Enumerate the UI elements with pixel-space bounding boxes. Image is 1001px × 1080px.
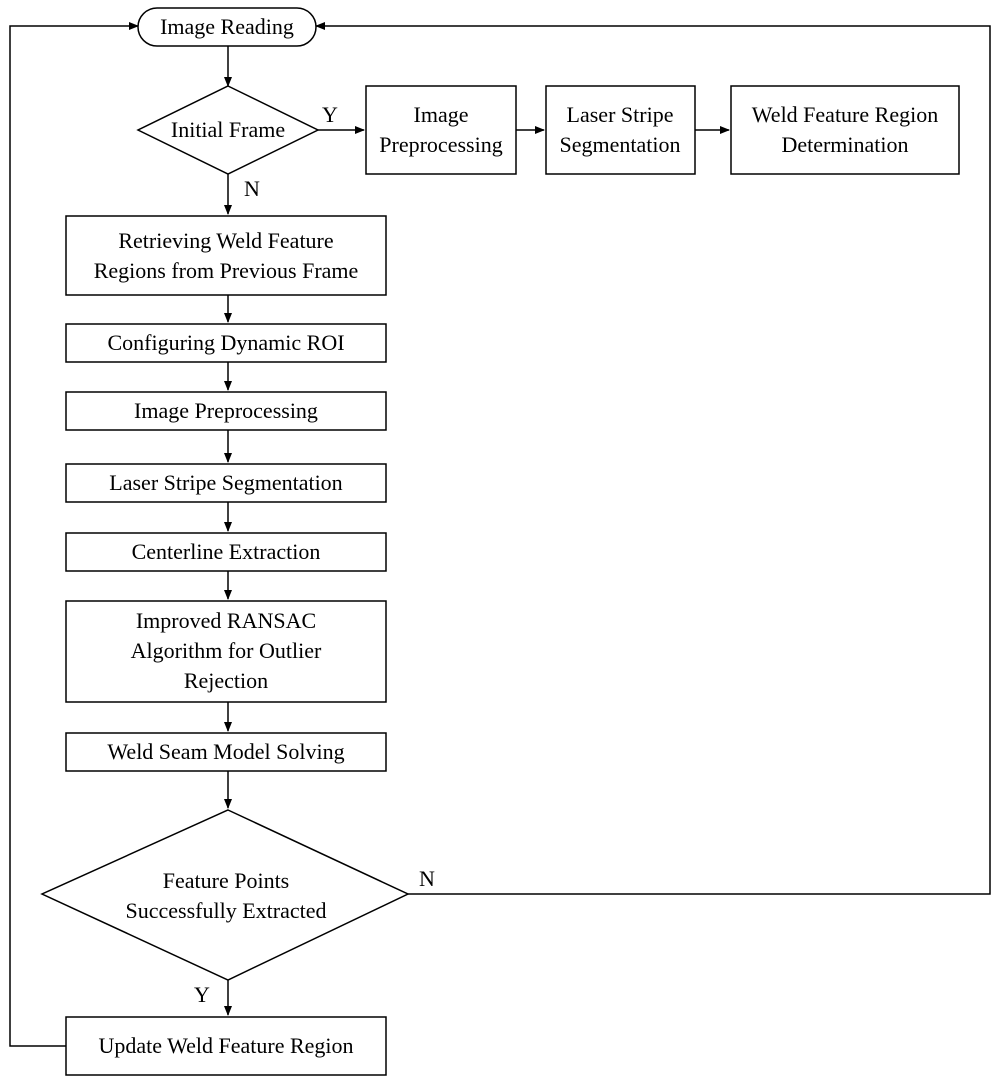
node-image-preprocessing-b: Image Preprocessing bbox=[65, 391, 387, 431]
label-feature-yes: Y bbox=[194, 982, 210, 1007]
node-text-line: Improved RANSAC bbox=[136, 608, 316, 633]
node-update-weld-feature-region-text: Update Weld Feature Region bbox=[98, 1033, 353, 1058]
image-preprocessing-b-box bbox=[65, 391, 387, 431]
node-initial-frame-text: Initial Frame bbox=[171, 117, 285, 142]
edge-update-to-start bbox=[9, 22, 139, 1047]
node-text-line: Segmentation bbox=[560, 132, 681, 157]
node-weld-seam-model-solving-text: Weld Seam Model Solving bbox=[107, 739, 344, 764]
node-text-line: Retrieving Weld Feature bbox=[118, 228, 333, 253]
feature-points-diamond bbox=[40, 809, 410, 981]
update-weld-feature-region-box bbox=[65, 1016, 387, 1076]
improved-ransac-box bbox=[65, 600, 387, 703]
node-image-preprocessing-b-text: Image Preprocessing bbox=[134, 398, 318, 423]
node-text-line: Rejection bbox=[184, 668, 268, 693]
node-text-line: Algorithm for Outlier bbox=[131, 638, 322, 663]
label-initial-yes: Y bbox=[322, 102, 338, 127]
node-centerline-extraction-text: Centerline Extraction bbox=[132, 539, 321, 564]
node-text-line: Weld Seam Model Solving bbox=[107, 739, 344, 764]
centerline-extraction-box bbox=[65, 532, 387, 572]
node-centerline-extraction: Centerline Extraction bbox=[65, 532, 387, 572]
connectors bbox=[9, 22, 991, 1047]
node-text-line: Successfully Extracted bbox=[126, 898, 327, 923]
node-text-line: Update Weld Feature Region bbox=[98, 1033, 353, 1058]
image-preprocessing-a-box bbox=[365, 85, 517, 175]
laser-stripe-segmentation-a-box bbox=[545, 85, 696, 175]
node-configuring-roi-text: Configuring Dynamic ROI bbox=[107, 330, 344, 355]
node-weld-seam-model-solving: Weld Seam Model Solving bbox=[65, 732, 387, 772]
node-text-line: Image Reading bbox=[160, 14, 294, 39]
start-terminal-shape bbox=[137, 7, 317, 47]
node-text-line: Configuring Dynamic ROI bbox=[107, 330, 344, 355]
configuring-roi-box bbox=[65, 323, 387, 363]
node-image-reading-text: Image Reading bbox=[160, 14, 294, 39]
weld-seam-model-solving-box bbox=[65, 732, 387, 772]
node-text-line: Determination bbox=[781, 132, 908, 157]
initial-frame-diamond bbox=[136, 85, 320, 175]
node-text-line: Image Preprocessing bbox=[134, 398, 318, 423]
node-text-line: Laser Stripe bbox=[567, 102, 674, 127]
node-text-line: Preprocessing bbox=[379, 132, 502, 157]
laser-stripe-segmentation-b-box bbox=[65, 463, 387, 503]
label-initial-no: N bbox=[244, 176, 260, 201]
node-text-line: Laser Stripe Segmentation bbox=[109, 470, 342, 495]
node-text-line: Centerline Extraction bbox=[132, 539, 321, 564]
node-initial-frame-decision: Initial Frame bbox=[136, 85, 320, 175]
node-text-line: Feature Points bbox=[163, 868, 290, 893]
node-image-reading: Image Reading bbox=[137, 7, 317, 47]
edge-check-no-to-start bbox=[315, 22, 991, 895]
weld-feature-region-determination-box bbox=[730, 85, 960, 175]
node-text-line: Regions from Previous Frame bbox=[94, 258, 359, 283]
node-text-line: Weld Feature Region bbox=[752, 102, 938, 127]
node-laser-stripe-segmentation-b: Laser Stripe Segmentation bbox=[65, 463, 387, 503]
node-update-weld-feature-region: Update Weld Feature Region bbox=[65, 1016, 387, 1076]
node-configuring-roi: Configuring Dynamic ROI bbox=[65, 323, 387, 363]
label-feature-no: N bbox=[419, 866, 435, 891]
node-text-line: Initial Frame bbox=[171, 117, 285, 142]
node-laser-stripe-segmentation-b-text: Laser Stripe Segmentation bbox=[109, 470, 342, 495]
node-text-line: Image bbox=[414, 102, 469, 127]
retrieving-regions-box bbox=[65, 215, 387, 296]
